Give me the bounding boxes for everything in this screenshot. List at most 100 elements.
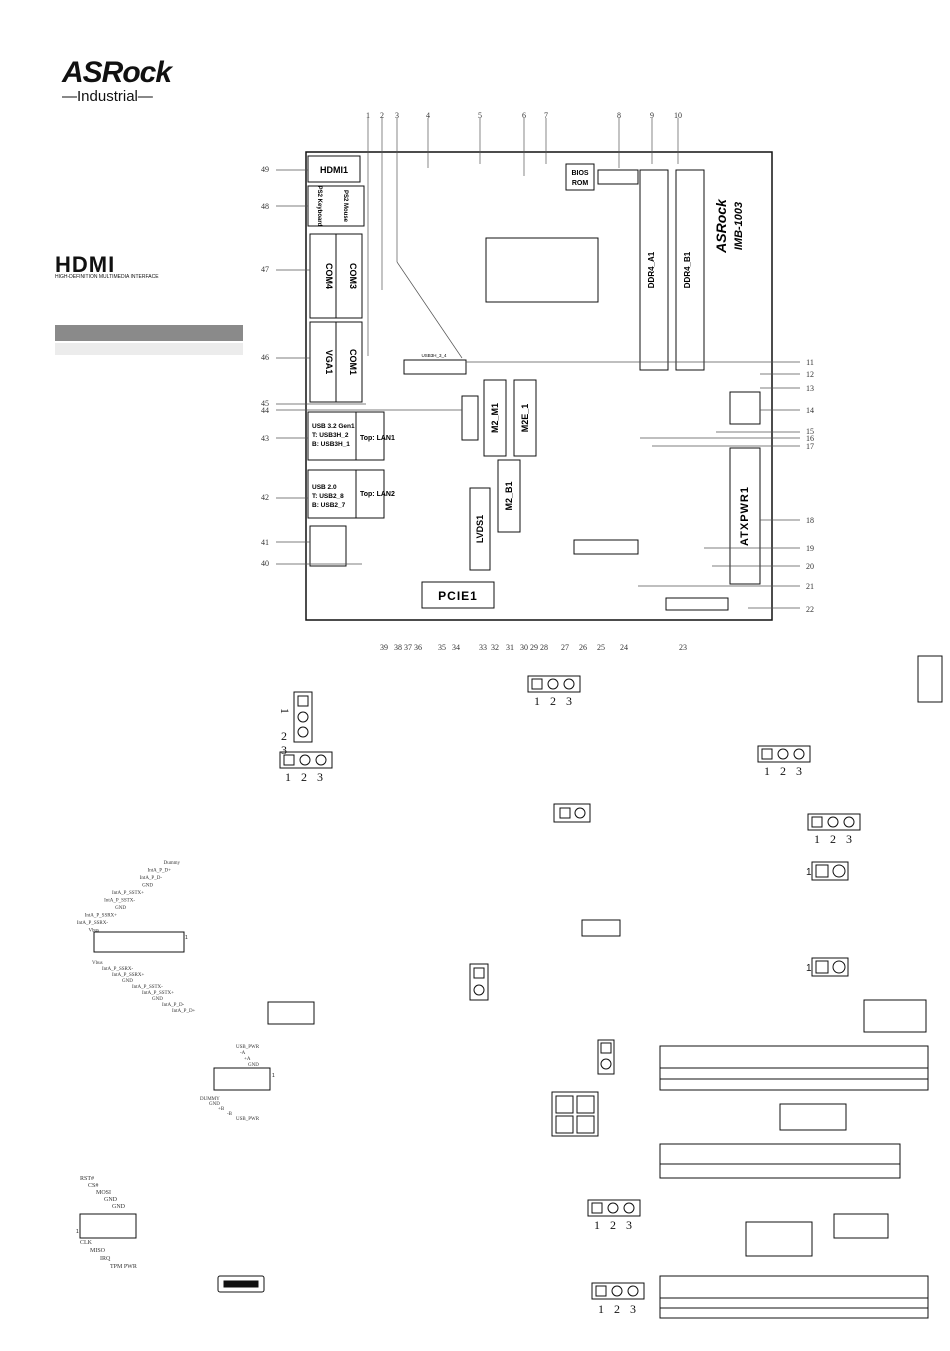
vjumper-pin-1: 1 [278, 708, 292, 714]
pin-table-c [659, 1275, 929, 1319]
vjumper-pin-3: 3 [281, 743, 287, 757]
callout-37: 37 [404, 643, 412, 652]
hjumper-f-pin-2: 2 [614, 1302, 620, 1316]
bios-label: BIOS [571, 170, 588, 177]
usb2-header-pin-1: 1 [272, 1073, 275, 1079]
atxpwr1-connector [729, 447, 761, 585]
board-model: IMB-1003 [733, 202, 745, 250]
tpm-pin-label-top: CS# [88, 1183, 98, 1189]
m2e-1-slot [513, 379, 537, 457]
usb32-label-2: T: USB3H_2 [312, 432, 349, 439]
lvds1-label: LVDS1 [475, 515, 485, 543]
usb3-pin-label-bottom: IntA_P_SSRX+ [112, 973, 144, 978]
usb3-header-drawing [93, 931, 185, 953]
hdmi1-port [307, 155, 361, 183]
usb3-header-pin-1: 1 [185, 935, 188, 941]
com-headers [665, 597, 729, 611]
lan2-label: Top: LAN2 [360, 491, 395, 498]
hjumper-c-pin-3: 3 [796, 764, 802, 778]
usb3-pin-label-top: Dummy [164, 861, 181, 866]
callout-9: 9 [650, 111, 654, 120]
usb20-label-2: T: USB2_8 [312, 493, 344, 500]
callout-29: 29 [530, 643, 538, 652]
callout-25: 25 [597, 643, 605, 652]
board-outline [305, 151, 773, 621]
tpm-pin-label-bottom: MISO [90, 1248, 106, 1254]
usb3-pin-label-bottom: IntA_P_D+ [172, 1009, 196, 1014]
header-2pin-c-pin-1: 1 [806, 963, 812, 974]
callout-15: 15 [806, 427, 814, 436]
callout-1: 1 [366, 111, 370, 120]
jumper-horizontal-3pin-c [757, 745, 811, 763]
m2-m1-slot [483, 379, 507, 457]
tpm-header-pin-1: 1 [76, 1229, 79, 1235]
usb32-label-3: B: USB3H_1 [312, 441, 350, 448]
power-8pin-connector [863, 999, 927, 1033]
callout-31: 31 [506, 643, 514, 652]
callout-23: 23 [679, 643, 687, 652]
section-bar [55, 325, 243, 341]
jumper-horizontal-3pin-b [527, 675, 581, 693]
atxpwr1-label: ATXPWR1 [739, 486, 751, 546]
hjumper-b-pin-1: 1 [534, 694, 540, 708]
power-4pin-connector [551, 1091, 599, 1137]
hjumper-b-pin-2: 2 [550, 694, 556, 708]
lvds1-connector [469, 487, 491, 571]
usb3-pin-label-top: Vbus [88, 929, 99, 934]
callout-13: 13 [806, 384, 814, 393]
tpm-pin-label-bottom: CLK [80, 1240, 93, 1246]
com3-label: COM3 [348, 263, 358, 289]
header-2pin-b-pin-1: 1 [806, 867, 812, 878]
hjumper-c-pin-1: 1 [764, 764, 770, 778]
cpu [485, 237, 599, 303]
hjumper-a-pin-3: 3 [317, 770, 323, 784]
industrial-subtitle: —Industrial— [62, 88, 153, 105]
asrock-logo: ASRock [62, 56, 172, 89]
tpm-pin-label-bottom: IRQ [100, 1256, 111, 1262]
atx-12v-connector [729, 391, 761, 425]
callout-14: 14 [806, 406, 814, 415]
callout-2: 2 [380, 111, 384, 120]
tpm-pin-label-top: MOSI [96, 1190, 111, 1196]
hjumper-b-pin-3: 3 [566, 694, 572, 708]
m2-b1-slot [497, 459, 521, 533]
hjumper-d-pin-2: 2 [830, 832, 836, 846]
hjumper-c-pin-2: 2 [780, 764, 786, 778]
hdmi-tagline: HIGH-DEFINITION MULTIMEDIA INTERFACE [55, 274, 159, 280]
callout-28: 28 [540, 643, 548, 652]
jumper-vertical-3pin [293, 691, 313, 743]
callout-11: 11 [806, 358, 814, 367]
tpm-pin-label-top: GND [112, 1204, 126, 1210]
callout-38: 38 [394, 643, 402, 652]
callout-18: 18 [806, 516, 814, 525]
callout-26: 26 [579, 643, 587, 652]
usb3-pin-label-bottom: IntA_P_SSRX- [102, 967, 133, 972]
usb3-pin-label-top: IntA_P_D+ [148, 869, 172, 874]
usb3h-header [403, 359, 467, 375]
hjumper-f-pin-1: 1 [598, 1302, 604, 1316]
tpm-pin-label-top: RST# [80, 1176, 94, 1182]
usb3-pin-label-top: IntA_P_SSTX+ [112, 891, 144, 896]
jumper-horizontal-3pin-e [587, 1199, 641, 1217]
header-2pin-a [553, 803, 591, 823]
hjumper-e-pin-3: 3 [626, 1218, 632, 1232]
bios-rom [565, 163, 595, 191]
callout-21: 21 [806, 582, 814, 591]
pin-table-b [659, 1143, 901, 1179]
atx-24pin-side [917, 655, 943, 703]
callout-45: 45 [261, 399, 269, 408]
pcie1-label: PCIE1 [438, 589, 478, 603]
callout-10: 10 [674, 111, 682, 120]
usb2-header-drawing [213, 1067, 271, 1091]
usb3-pin-label-bottom: IntA_P_SSTX+ [142, 991, 174, 996]
callout-32: 32 [491, 643, 499, 652]
callout-41: 41 [261, 538, 269, 547]
usb3-pin-label-bottom: Vbus [92, 961, 103, 966]
ddr4-b1-label: DDR4_B1 [683, 251, 692, 288]
callout-40: 40 [261, 559, 269, 568]
callout-8: 8 [617, 111, 621, 120]
usb20-label-1: USB 2.0 [312, 484, 337, 491]
callout-35: 35 [438, 643, 446, 652]
jumper-horizontal-3pin-d [807, 813, 861, 831]
